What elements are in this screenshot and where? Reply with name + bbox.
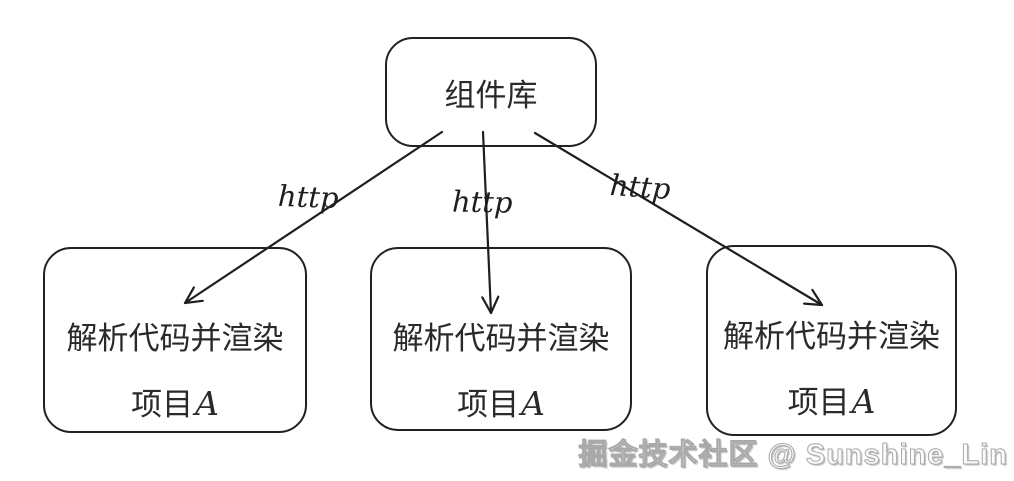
node-component-library-label: 组件库 <box>444 77 538 113</box>
node-project-middle-line1: 解析代码并渲染 <box>392 321 610 356</box>
node-project-left-line2-text: 项目 <box>131 387 194 422</box>
node-project-middle: 解析代码并渲染 项目A <box>370 247 632 431</box>
arrow-root-to-left <box>183 130 444 305</box>
node-project-middle-line2-text: 项目 <box>457 387 520 422</box>
edge-label-http-left: http <box>277 178 340 216</box>
node-project-middle-line2: 项目A <box>457 379 545 424</box>
arrow-root-to-middle <box>481 130 500 315</box>
node-project-left-line2: 项目A <box>131 379 219 424</box>
edge-label-http-right: http <box>608 167 672 207</box>
node-project-right-line2-variable: A <box>851 382 876 421</box>
node-project-right-line2: 项目A <box>788 377 876 422</box>
edge-label-http-middle: http <box>451 184 513 220</box>
node-project-right-line1: 解析代码并渲染 <box>723 319 940 354</box>
arrow-root-to-right <box>533 131 824 307</box>
node-project-right-line2-text: 项目 <box>787 385 850 420</box>
node-component-library: 组件库 <box>385 37 597 147</box>
watermark: 掘金技术社区 @ Sunshine_Lin <box>578 439 1008 472</box>
node-project-left-line1: 解析代码并渲染 <box>66 321 284 356</box>
node-project-right: 解析代码并渲染 项目A <box>706 245 957 436</box>
node-project-left-line2-variable: A <box>195 384 219 423</box>
node-project-middle-line2-variable: A <box>521 384 545 423</box>
node-project-left: 解析代码并渲染 项目A <box>43 247 307 433</box>
